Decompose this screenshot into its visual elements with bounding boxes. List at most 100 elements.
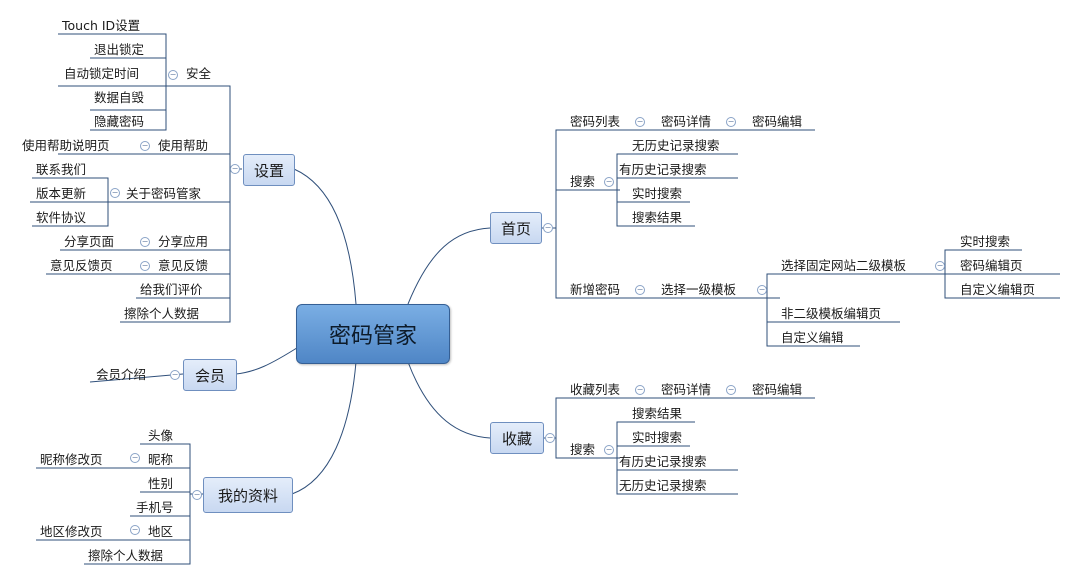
topic-fav-search[interactable]: 搜索 bbox=[570, 442, 596, 457]
topic-auto-lock-time[interactable]: 自动锁定时间 bbox=[64, 66, 140, 81]
topic-hide-password[interactable]: 隐藏密码 bbox=[94, 114, 145, 129]
collapse-icon[interactable]: − bbox=[604, 177, 614, 187]
topic-feedback-page[interactable]: 意见反馈页 bbox=[50, 258, 113, 273]
topic-region-page[interactable]: 地区修改页 bbox=[40, 524, 103, 539]
topic-fixed-realtime-search[interactable]: 实时搜索 bbox=[960, 234, 1011, 249]
connector bbox=[616, 190, 695, 227]
topic-contact-us[interactable]: 联系我们 bbox=[36, 162, 87, 177]
topic-password-edit[interactable]: 密码编辑 bbox=[752, 114, 803, 129]
connector bbox=[58, 85, 242, 170]
topic-touch-id[interactable]: Touch ID设置 bbox=[62, 18, 141, 33]
collapse-icon[interactable]: − bbox=[192, 490, 202, 500]
topic-security[interactable]: 安全 bbox=[186, 66, 212, 81]
topic-profile-erase[interactable]: 擦除个人数据 bbox=[88, 548, 164, 563]
topic-help[interactable]: 使用帮助 bbox=[158, 138, 209, 153]
connector bbox=[407, 361, 491, 439]
topic-member-intro[interactable]: 会员介绍 bbox=[96, 367, 147, 382]
connector bbox=[235, 345, 301, 375]
topic-region[interactable]: 地区 bbox=[148, 524, 174, 539]
topic-search[interactable]: 搜索 bbox=[570, 174, 596, 189]
topic-rate-us[interactable]: 给我们评价 bbox=[140, 282, 203, 297]
main-topic-member[interactable]: 会员 bbox=[183, 359, 237, 391]
topic-nickname[interactable]: 昵称 bbox=[148, 452, 174, 467]
topic-fav-password-detail[interactable]: 密码详情 bbox=[661, 382, 712, 397]
collapse-icon[interactable]: − bbox=[140, 261, 150, 271]
root-topic[interactable]: 密码管家 bbox=[296, 304, 450, 364]
topic-gender[interactable]: 性别 bbox=[148, 476, 174, 491]
topic-choose-template[interactable]: 选择一级模板 bbox=[661, 282, 737, 297]
connector bbox=[32, 177, 109, 202]
connector bbox=[291, 361, 357, 495]
topic-fixed-password-edit-page[interactable]: 密码编辑页 bbox=[960, 258, 1023, 273]
collapse-icon[interactable]: − bbox=[130, 525, 140, 535]
topic-feedback[interactable]: 意见反馈 bbox=[158, 258, 209, 273]
topic-nickname-page[interactable]: 昵称修改页 bbox=[40, 452, 103, 467]
topic-custom-edit[interactable]: 自定义编辑 bbox=[781, 330, 844, 345]
topic-share-app[interactable]: 分享应用 bbox=[158, 234, 209, 249]
collapse-icon[interactable]: − bbox=[726, 385, 736, 395]
topic-fixed-site-template[interactable]: 选择固定网站二级模板 bbox=[781, 258, 907, 273]
collapse-icon[interactable]: − bbox=[230, 164, 240, 174]
topic-search-no-history[interactable]: 无历史记录搜索 bbox=[632, 138, 720, 153]
collapse-icon[interactable]: − bbox=[170, 370, 180, 380]
collapse-icon[interactable]: − bbox=[543, 223, 553, 233]
topic-avatar[interactable]: 头像 bbox=[148, 428, 174, 443]
topic-fav-search-results[interactable]: 搜索结果 bbox=[632, 406, 683, 421]
connector bbox=[766, 273, 945, 298]
topic-about[interactable]: 关于密码管家 bbox=[126, 186, 202, 201]
topic-fixed-custom-edit-page[interactable]: 自定义编辑页 bbox=[960, 282, 1036, 297]
main-topic-home[interactable]: 首页 bbox=[490, 212, 542, 244]
collapse-icon[interactable]: − bbox=[935, 261, 945, 271]
topic-help-page[interactable]: 使用帮助说明页 bbox=[22, 138, 110, 153]
topic-search-results[interactable]: 搜索结果 bbox=[632, 210, 683, 225]
topic-version-update[interactable]: 版本更新 bbox=[36, 186, 87, 201]
topic-add-password[interactable]: 新增密码 bbox=[570, 282, 621, 297]
topic-data-self-destruct[interactable]: 数据自毁 bbox=[94, 90, 145, 105]
connector bbox=[32, 202, 109, 227]
connector bbox=[84, 494, 191, 565]
collapse-icon[interactable]: − bbox=[757, 285, 767, 295]
topic-fav-search-no-history[interactable]: 无历史记录搜索 bbox=[619, 478, 707, 493]
topic-share-page[interactable]: 分享页面 bbox=[64, 234, 115, 249]
main-topic-favorites[interactable]: 收藏 bbox=[490, 422, 544, 454]
collapse-icon[interactable]: − bbox=[635, 117, 645, 127]
topic-password-list[interactable]: 密码列表 bbox=[570, 114, 621, 129]
connector bbox=[944, 274, 1060, 299]
connector bbox=[120, 169, 231, 323]
collapse-icon[interactable]: − bbox=[726, 117, 736, 127]
connector bbox=[766, 322, 860, 347]
connector bbox=[555, 189, 620, 228]
topic-exit-lock[interactable]: 退出锁定 bbox=[94, 42, 145, 57]
topic-favorites-list[interactable]: 收藏列表 bbox=[570, 382, 621, 397]
collapse-icon[interactable]: − bbox=[168, 70, 178, 80]
topic-search-with-history[interactable]: 有历史记录搜索 bbox=[619, 162, 707, 177]
topic-realtime-search[interactable]: 实时搜索 bbox=[632, 186, 683, 201]
topic-software-agreement[interactable]: 软件协议 bbox=[36, 210, 87, 225]
topic-fav-realtime-search[interactable]: 实时搜索 bbox=[632, 430, 683, 445]
main-topic-settings[interactable]: 设置 bbox=[243, 154, 295, 186]
connector bbox=[944, 249, 1022, 274]
connector bbox=[58, 33, 167, 86]
connector bbox=[89, 373, 184, 383]
collapse-icon[interactable]: − bbox=[110, 188, 120, 198]
collapse-icon[interactable]: − bbox=[604, 445, 614, 455]
connector bbox=[555, 438, 620, 459]
topic-fav-search-with-history[interactable]: 有历史记录搜索 bbox=[619, 454, 707, 469]
collapse-icon[interactable]: − bbox=[140, 237, 150, 247]
main-topic-profile[interactable]: 我的资料 bbox=[203, 477, 293, 513]
connector bbox=[555, 228, 780, 299]
topic-phone[interactable]: 手机号 bbox=[136, 500, 174, 515]
collapse-icon[interactable]: − bbox=[140, 141, 150, 151]
collapse-icon[interactable]: − bbox=[635, 385, 645, 395]
topic-fav-password-edit[interactable]: 密码编辑 bbox=[752, 382, 803, 397]
connector bbox=[90, 86, 167, 131]
collapse-icon[interactable]: − bbox=[545, 433, 555, 443]
connector bbox=[616, 458, 738, 495]
topic-password-detail[interactable]: 密码详情 bbox=[661, 114, 712, 129]
connector bbox=[407, 227, 491, 305]
collapse-icon[interactable]: − bbox=[635, 285, 645, 295]
topic-erase-data[interactable]: 擦除个人数据 bbox=[124, 306, 200, 321]
collapse-icon[interactable]: − bbox=[130, 453, 140, 463]
topic-non-secondary-edit-page[interactable]: 非二级模板编辑页 bbox=[781, 306, 882, 321]
